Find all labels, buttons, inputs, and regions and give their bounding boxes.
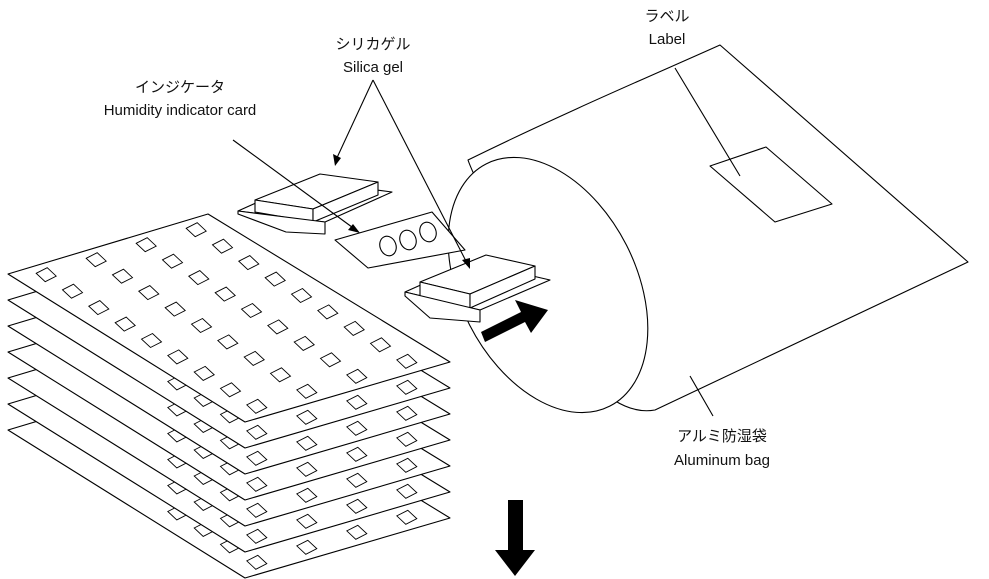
- humidity-indicator-card: [334, 211, 466, 269]
- tray-pocket: [246, 554, 268, 570]
- tray-pocket: [396, 405, 418, 421]
- tray-pocket: [346, 524, 368, 540]
- tray-pocket: [240, 302, 263, 319]
- tray-pocket: [85, 252, 107, 268]
- tray-pocket: [111, 268, 134, 284]
- tray-pocket: [296, 461, 318, 477]
- tray-pocket: [140, 332, 163, 349]
- indicator-label-jp: インジケータ: [135, 79, 225, 96]
- tray-pocket: [246, 424, 268, 440]
- leader-lines: [232, 67, 741, 417]
- arrowhead-indicator: [348, 224, 360, 233]
- tray-pocket: [346, 420, 368, 436]
- tray-pocket: [346, 446, 368, 462]
- tray-pocket: [211, 238, 234, 254]
- tray-pocket: [396, 431, 418, 447]
- tray-pocket: [396, 457, 418, 473]
- indicator-label-en: Humidity indicator card: [104, 102, 257, 119]
- tray-pocket: [346, 498, 368, 514]
- aluminum-bag: [447, 44, 969, 414]
- arrowhead-silica-1: [333, 154, 341, 166]
- tray-pocket: [190, 317, 213, 334]
- tray-pocket: [246, 528, 268, 544]
- tray-pocket: [217, 334, 239, 350]
- tray-pocket: [188, 270, 210, 286]
- tray-pocket: [343, 320, 365, 336]
- tray-pocket: [61, 283, 84, 299]
- tray-pocket: [346, 472, 368, 488]
- down-arrow: [495, 500, 535, 576]
- silica-gel-label-en: Silica gel: [343, 59, 403, 76]
- tray-pocket: [185, 222, 207, 238]
- tray-pocket: [293, 335, 315, 351]
- tray-pocket: [369, 337, 392, 353]
- label-label-en: Label: [649, 31, 686, 48]
- tray-stack: [7, 213, 451, 579]
- tray-pocket: [296, 383, 318, 399]
- indicator-spot: [419, 221, 437, 243]
- tray-pocket: [296, 409, 318, 425]
- tray-pocket: [246, 450, 268, 466]
- tray-pocket: [246, 476, 268, 492]
- aluminum-bag-opening: [447, 156, 649, 414]
- tray-pocket: [161, 253, 184, 269]
- tray-pocket: [396, 509, 418, 525]
- tray-pocket: [319, 352, 342, 368]
- leader-line-aluminum-bag: [689, 375, 714, 417]
- tray-pocket: [264, 271, 286, 287]
- tray-pocket: [396, 353, 418, 369]
- tray-pocket: [35, 267, 57, 283]
- tray-pocket: [164, 301, 186, 317]
- tray-pocket: [346, 368, 368, 384]
- leader-line-label: [674, 67, 741, 177]
- indicator-spot: [379, 235, 397, 257]
- tray-pocket: [296, 487, 318, 503]
- tray-pocket: [135, 237, 157, 253]
- insert-into-bag-arrow: [481, 300, 548, 342]
- tray-pocket: [214, 286, 236, 302]
- silica-gel-label-jp: シリカゲル: [335, 36, 410, 53]
- arrowhead-silica-2: [462, 258, 470, 269]
- leader-line-indicator: [232, 139, 357, 231]
- tray-pocket: [219, 382, 242, 398]
- tray-pocket: [193, 365, 215, 381]
- tray-pocket: [269, 367, 292, 383]
- leader-line-silica-2: [372, 79, 469, 266]
- tray-pocket: [317, 304, 339, 320]
- aluminum-bag-label-en: Aluminum bag: [674, 452, 770, 469]
- tray-pocket: [396, 379, 418, 395]
- tray-pocket: [267, 319, 289, 335]
- tray: [7, 213, 451, 423]
- tray-pocket: [396, 483, 418, 499]
- tray-pocket: [114, 316, 136, 332]
- silica-gel-pack-lower: [404, 254, 551, 323]
- tray-pocket: [167, 349, 189, 365]
- tray-pocket: [138, 285, 160, 301]
- tray-pocket: [346, 394, 368, 410]
- tray-pocket: [296, 539, 318, 555]
- aluminum-bag-label-jp: アルミ防湿袋: [677, 428, 767, 445]
- tray-pocket: [296, 513, 318, 529]
- leader-line-silica-1: [334, 79, 374, 163]
- tray-pocket: [243, 350, 265, 366]
- tray-pocket: [290, 287, 313, 304]
- indicator-spot: [399, 229, 417, 251]
- tray-pocket: [246, 502, 268, 518]
- tray-pocket: [88, 300, 110, 316]
- label-label-jp: ラベル: [644, 8, 689, 25]
- silica-gel-pack-upper: [237, 173, 393, 235]
- tray-pocket: [296, 435, 318, 451]
- bag-label-sticker: [709, 146, 833, 223]
- tray-pocket: [246, 398, 268, 414]
- tray-pocket: [238, 255, 260, 271]
